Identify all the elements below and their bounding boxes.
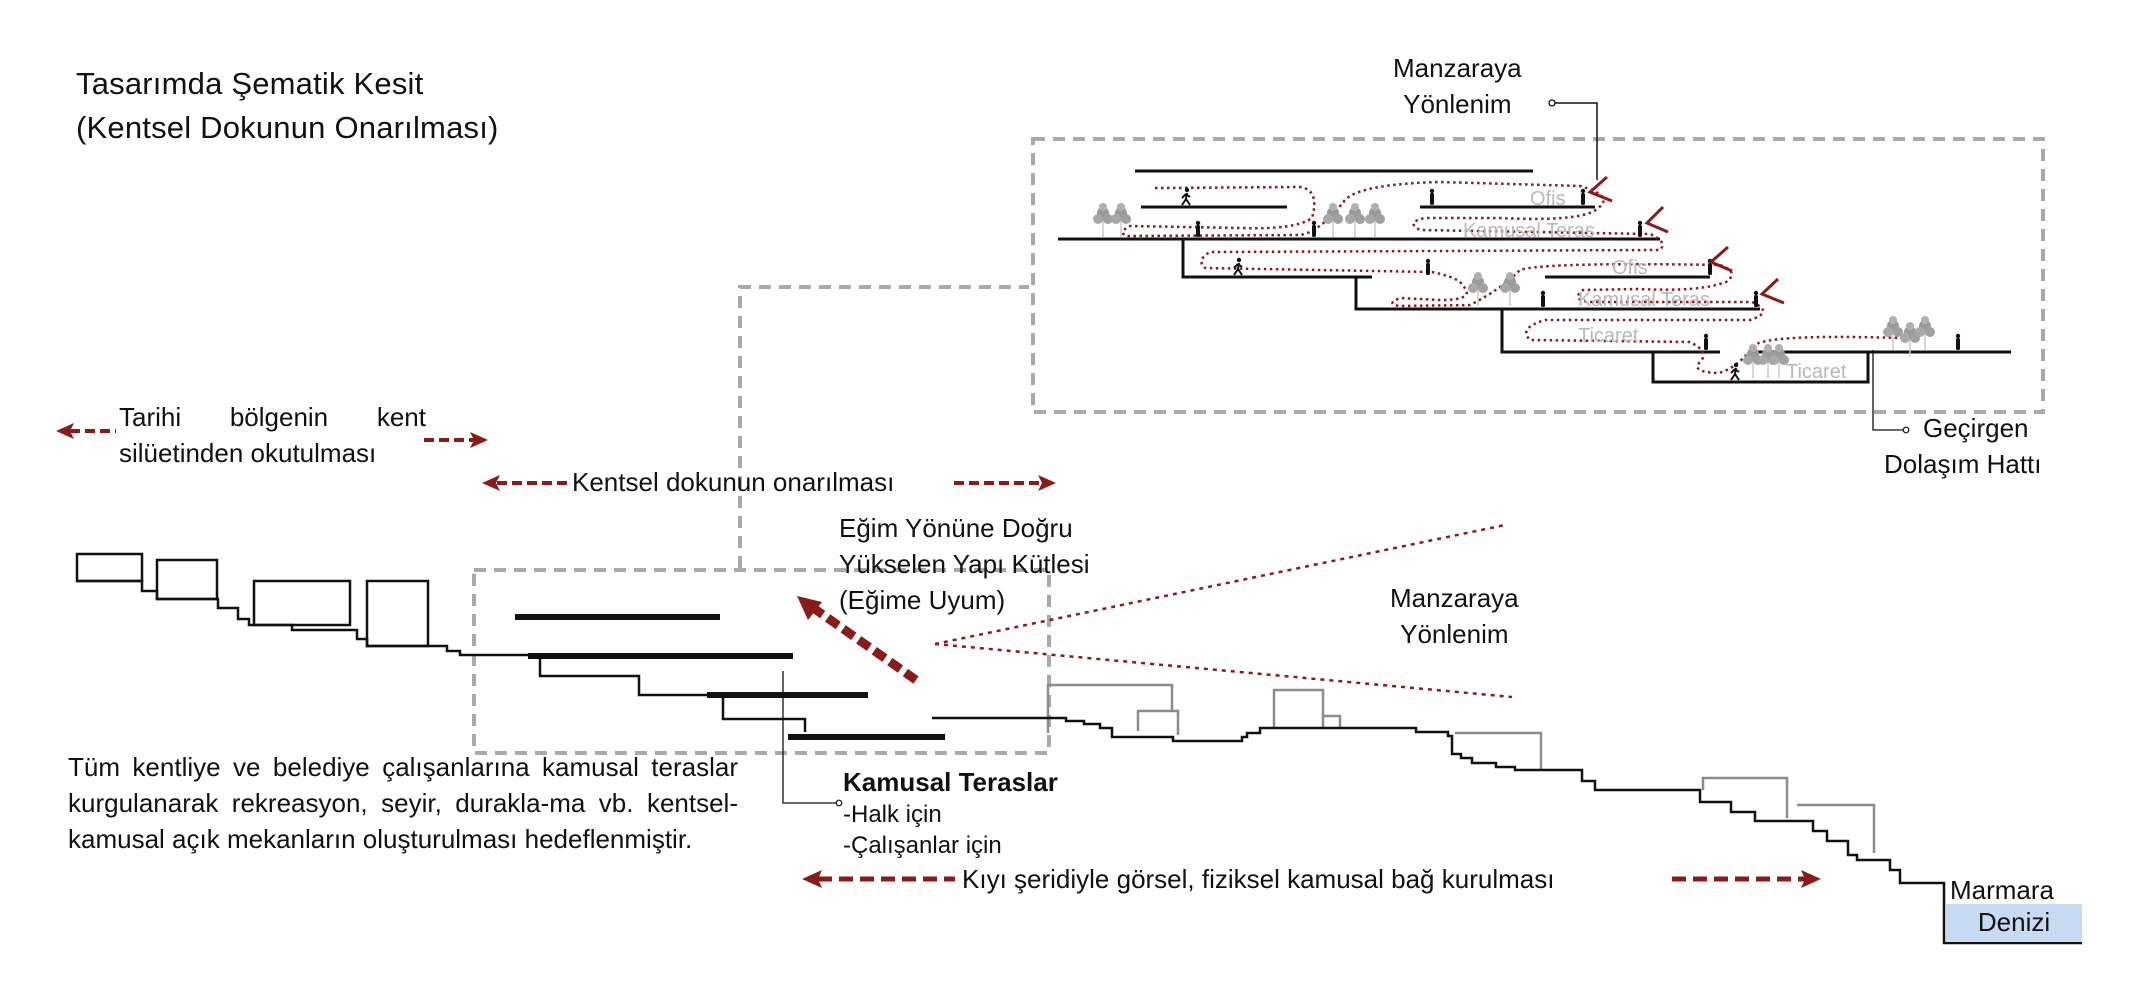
slope-line-2: Yükselen Yapı Kütlesi [839, 549, 1090, 579]
public-terraces-item: -Çalışanlar için [843, 832, 1002, 859]
description-text: Tüm kentliye ve belediye çalışanlarına k… [68, 752, 738, 854]
page-title: Tasarımda Şematik Kesit (Kentsel Dokunun… [76, 62, 499, 150]
floor-label: Kamusal Teras [1463, 220, 1595, 242]
slope-line-1: Eğim Yönüne Doğru [839, 513, 1073, 543]
floor-slabs [1058, 169, 2011, 384]
historic-silhouette-label: Tarihi bölgenin kent silüetinden okutulm… [119, 399, 426, 471]
leader-dot-icon [835, 799, 843, 807]
floor-label: Ofis [1530, 188, 1566, 210]
view-top-line-1: Manzaraya [1393, 53, 1522, 83]
urban-fabric-label: Kentsel dokunun onarılması [572, 467, 895, 497]
view-mid-line-1: Manzaraya [1390, 583, 1519, 613]
public-terraces-label: Kamusal Teraslar -Halk için -Çalışanlar … [843, 764, 1058, 862]
view-leader-line [1555, 102, 1598, 180]
slope-mass-label: Eğim Yönüne Doğru Yükselen Yapı Kütlesi … [839, 510, 1090, 618]
public-terraces-item: -Halk için [843, 801, 942, 828]
coast-link-arrows [802, 870, 1821, 888]
historic-line-2: silüetinden okutulması [119, 438, 377, 468]
urban-fabric-arrows [482, 475, 1056, 491]
detail-frame [1031, 137, 2045, 414]
floor-label: Kamusal Teras [1578, 289, 1710, 311]
public-terraces-heading: Kamusal Teraslar [843, 767, 1058, 797]
historic-arrows [56, 423, 488, 448]
terraces-leader-line [782, 671, 836, 804]
circulation-line-1: Geçirgen [1923, 413, 2029, 443]
circulation-leader-line [1872, 350, 1903, 431]
floor-label: Ticaret [1786, 361, 1847, 383]
floor-label: Ticaret [1578, 325, 1639, 347]
historic-building [365, 579, 430, 648]
leader-dot-icon [1548, 99, 1556, 107]
circulation-line-2: Dolaşım Hattı [1884, 449, 2042, 479]
floor-label: Ofis [1612, 257, 1648, 279]
coast-link-label: Kıyı şeridiyle görsel, fiziksel kamusal … [962, 864, 1555, 894]
historic-skyline [75, 552, 807, 732]
view-top-line-2: Yönlenim [1403, 89, 1512, 119]
historic-line-1: Tarihi bölgenin kent [119, 402, 426, 432]
sea-label: Denizi [1946, 904, 2082, 942]
arrow-up-left-icon [797, 596, 822, 620]
proposed-terraces [515, 614, 945, 740]
view-orientation-mid-label: Manzaraya Yönlenim [1390, 580, 1519, 652]
leader-dot-icon [1902, 426, 1910, 434]
view-mid-line-2: Yönlenim [1400, 619, 1509, 649]
slope-arrow [797, 596, 919, 684]
historic-building [252, 579, 352, 627]
permeable-circulation-label: Geçirgen Dolaşım Hattı [1884, 410, 2042, 482]
view-chevron-icon [1587, 175, 1785, 305]
view-cone [934, 523, 1513, 699]
sea-label-line-1: Marmara [1950, 875, 2055, 905]
title-line-2: (Kentsel Dokunun Onarılması) [76, 110, 499, 145]
arrow-right-icon [470, 432, 488, 448]
arrow-left-icon [482, 475, 500, 491]
arrow-left-icon [56, 423, 74, 439]
slope-line-3: (Eğime Uyum) [839, 585, 1006, 615]
circulation-path [1121, 180, 1901, 375]
arrow-right-icon [1801, 870, 1821, 888]
coastal-terrain-line [932, 716, 2082, 945]
coastal-buildings [1046, 683, 1876, 853]
detail-section: Ofis Kamusal Teras Ofis Kamusal Teras Ti… [1058, 99, 2011, 434]
view-orientation-top-label: Manzaraya Yönlenim [1393, 50, 1522, 122]
site-focus-frame [472, 285, 1051, 755]
title-line-1: Tasarımda Şematik Kesit [76, 66, 424, 101]
historic-building [75, 552, 144, 583]
arrow-right-icon [1038, 475, 1056, 491]
arrow-left-icon [802, 870, 822, 888]
historic-building [155, 558, 219, 601]
terrain-line [77, 579, 807, 732]
